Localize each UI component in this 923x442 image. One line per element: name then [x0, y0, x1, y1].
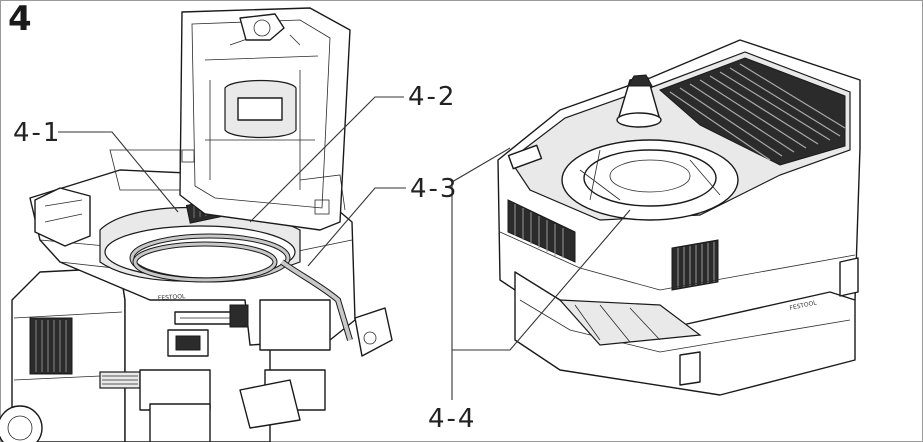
right-vacuum-unit: FESTOOL: [497, 39, 861, 396]
figure-number: 4: [8, 0, 32, 39]
left-brand-mark: FESTOOL: [158, 293, 187, 302]
leader-4-4b: [452, 209, 631, 351]
left-vent-icon: [29, 317, 73, 375]
knob-icon: [616, 74, 662, 128]
right-front-vent-icon: [507, 199, 576, 263]
callout-4-1: 4-1: [13, 118, 62, 148]
right-side-vent-icon: [671, 239, 719, 291]
left-vacuum-unit: FESTOOL: [0, 7, 393, 442]
leader-lines: [58, 96, 631, 400]
leader-4-3: [307, 187, 406, 267]
leader-4-1: [58, 131, 179, 213]
leader-4-2: [249, 96, 404, 223]
callout-4-4: 4-4: [428, 404, 477, 434]
callout-4-2: 4-2: [408, 82, 457, 112]
filter-grid-icon: [659, 57, 846, 166]
leader-4-4a: [451, 147, 511, 400]
callout-4-3: 4-3: [410, 174, 459, 204]
